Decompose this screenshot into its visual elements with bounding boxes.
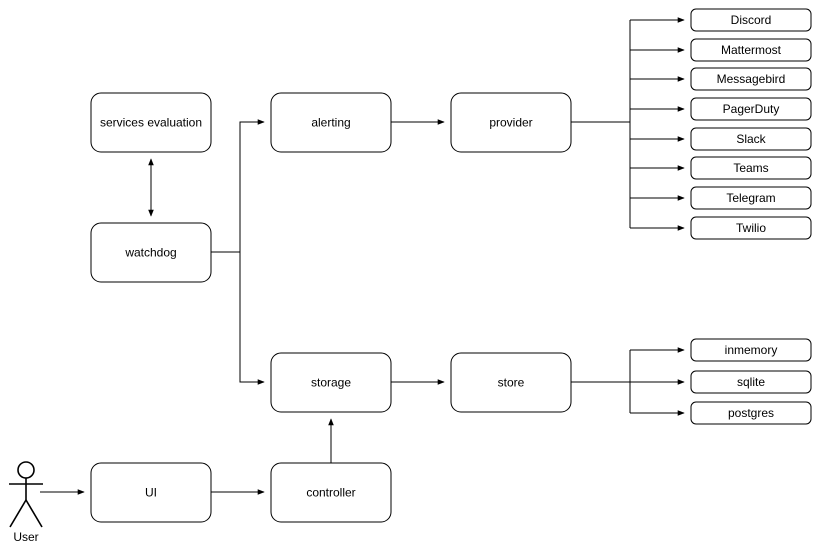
provider-target-slack[interactable]: Slack <box>690 127 812 151</box>
nodes-layer: services evaluation watchdog alerting provi… <box>90 8 812 523</box>
provider-target-teams[interactable]: Teams <box>690 156 812 180</box>
node-ui-label: UI <box>145 486 157 500</box>
node-ui-box[interactable] <box>90 462 212 523</box>
provider-target-mattermost-box[interactable] <box>690 38 812 62</box>
node-store-label: store <box>498 376 525 390</box>
provider-target-telegram-box[interactable] <box>690 186 812 210</box>
edges-layer <box>40 17 685 495</box>
store-target-postgres-label: postgres <box>728 406 774 420</box>
store-target-inmemory-box[interactable] <box>690 338 812 362</box>
node-services-evaluation-box[interactable] <box>90 92 212 153</box>
actor-right-leg <box>25 499 43 528</box>
node-services-evaluation-label: services evaluation <box>100 116 202 130</box>
provider-target-twilio-box[interactable] <box>690 216 812 240</box>
node-watchdog[interactable]: watchdog <box>90 222 212 283</box>
provider-target-discord-box[interactable] <box>690 8 812 32</box>
node-ui[interactable]: UI <box>90 462 212 523</box>
provider-target-teams-label: Teams <box>733 161 768 175</box>
node-alerting[interactable]: alerting <box>270 92 392 153</box>
provider-target-slack-label: Slack <box>736 132 766 146</box>
node-provider[interactable]: provider <box>450 92 572 153</box>
actor-user: User <box>9 461 43 544</box>
node-controller[interactable]: controller <box>270 462 392 523</box>
node-provider-box[interactable] <box>450 92 572 153</box>
node-alerting-box[interactable] <box>270 92 392 153</box>
store-target-sqlite-box[interactable] <box>690 370 812 394</box>
store-target-inmemory[interactable]: inmemory <box>690 338 812 362</box>
provider-target-mattermost[interactable]: Mattermost <box>690 38 812 62</box>
node-controller-label: controller <box>306 486 355 500</box>
store-target-postgres[interactable]: postgres <box>690 401 812 425</box>
provider-target-teams-box[interactable] <box>690 156 812 180</box>
node-storage[interactable]: storage <box>270 352 392 413</box>
actor-left-leg <box>9 499 27 528</box>
edge-watchdog-alerting <box>211 119 265 253</box>
store-target-postgres-box[interactable] <box>690 401 812 425</box>
provider-target-mattermost-label: Mattermost <box>721 43 782 57</box>
provider-target-twilio-label: Twilio <box>736 221 766 235</box>
provider-target-messagebird[interactable]: Messagebird <box>690 67 812 91</box>
node-alerting-label: alerting <box>311 116 350 130</box>
store-target-inmemory-label: inmemory <box>725 343 778 357</box>
node-storage-label: storage <box>311 376 351 390</box>
node-store[interactable]: store <box>450 352 572 413</box>
provider-target-pagerduty-label: PagerDuty <box>723 102 780 116</box>
store-target-sqlite-label: sqlite <box>737 375 765 389</box>
provider-target-telegram[interactable]: Telegram <box>690 186 812 210</box>
node-controller-box[interactable] <box>270 462 392 523</box>
edge-watchdog-storage <box>239 252 265 385</box>
provider-target-pagerduty-box[interactable] <box>690 97 812 121</box>
provider-target-twilio[interactable]: Twilio <box>690 216 812 240</box>
store-target-sqlite[interactable]: sqlite <box>690 370 812 394</box>
provider-target-pagerduty[interactable]: PagerDuty <box>690 97 812 121</box>
provider-target-slack-box[interactable] <box>690 127 812 151</box>
node-watchdog-box[interactable] <box>90 222 212 283</box>
provider-target-discord-label: Discord <box>731 13 772 27</box>
actor-label: User <box>13 530 38 544</box>
node-provider-label: provider <box>489 116 532 130</box>
node-store-box[interactable] <box>450 352 572 413</box>
node-watchdog-label: watchdog <box>124 246 176 260</box>
node-services-evaluation[interactable]: services evaluation <box>90 92 212 153</box>
node-storage-box[interactable] <box>270 352 392 413</box>
provider-target-discord[interactable]: Discord <box>690 8 812 32</box>
provider-target-messagebird-label: Messagebird <box>717 72 786 86</box>
provider-target-messagebird-box[interactable] <box>690 67 812 91</box>
provider-target-telegram-label: Telegram <box>726 191 775 205</box>
actor-head-icon <box>17 461 35 479</box>
